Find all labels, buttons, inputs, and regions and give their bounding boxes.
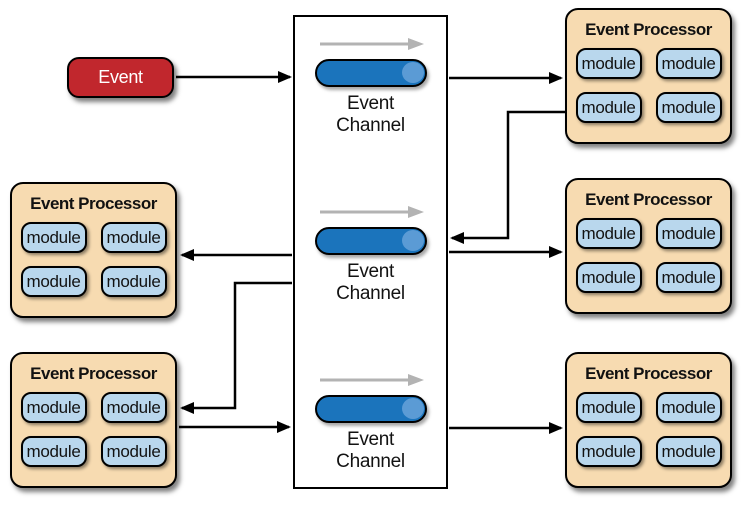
cylinder-end-cap bbox=[401, 62, 424, 83]
arrow-channel2-to-processor-bottom-left bbox=[180, 281, 292, 414]
module-box: module bbox=[20, 436, 87, 467]
module-grid: module module module module bbox=[12, 392, 175, 467]
flow-direction-arrow-icon bbox=[319, 206, 424, 218]
event-processor-bottom-left: Event Processor module module module mod… bbox=[10, 352, 177, 488]
processor-title: Event Processor bbox=[30, 194, 157, 213]
event-source-box: Event bbox=[67, 57, 174, 98]
module-box: module bbox=[100, 436, 167, 467]
module-box: module bbox=[655, 262, 722, 293]
event-channel-2: Event Channel bbox=[295, 205, 446, 305]
processor-title: Event Processor bbox=[585, 364, 712, 383]
module-box: module bbox=[100, 222, 167, 253]
module-box: module bbox=[20, 266, 87, 297]
module-box: module bbox=[655, 436, 722, 467]
module-box: module bbox=[575, 218, 642, 249]
module-box: module bbox=[100, 392, 167, 423]
module-box: module bbox=[655, 92, 722, 123]
module-box: module bbox=[575, 262, 642, 293]
module-box: module bbox=[655, 392, 722, 423]
event-processor-middle-right: Event Processor module module module mod… bbox=[565, 178, 732, 314]
module-box: module bbox=[575, 48, 642, 79]
event-processor-middle-left: Event Processor module module module mod… bbox=[10, 182, 177, 318]
cylinder-end-cap bbox=[401, 398, 424, 419]
channel-label: Event Channel bbox=[336, 429, 405, 472]
channel-cylinder bbox=[314, 227, 427, 255]
module-box: module bbox=[575, 392, 642, 423]
event-channel-bus: Event Channel Event Channel bbox=[293, 15, 448, 489]
arrow-processor-top-right-to-channel2 bbox=[450, 110, 566, 244]
module-box: module bbox=[20, 392, 87, 423]
event-processor-bottom-right: Event Processor module module module mod… bbox=[565, 352, 732, 488]
event-channel-1: Event Channel bbox=[295, 37, 446, 137]
module-box: module bbox=[575, 92, 642, 123]
module-grid: module module module module bbox=[567, 48, 730, 123]
flow-direction-arrow-icon bbox=[319, 374, 424, 386]
channel-label: Event Channel bbox=[336, 93, 405, 136]
module-grid: module module module module bbox=[567, 218, 730, 293]
channel-label: Event Channel bbox=[336, 261, 405, 304]
processor-title: Event Processor bbox=[585, 190, 712, 209]
processor-title: Event Processor bbox=[30, 364, 157, 383]
event-channel-3: Event Channel bbox=[295, 373, 446, 473]
module-grid: module module module module bbox=[12, 222, 175, 297]
module-box: module bbox=[655, 218, 722, 249]
channel-cylinder bbox=[314, 59, 427, 87]
module-box: module bbox=[100, 266, 167, 297]
processor-title: Event Processor bbox=[585, 20, 712, 39]
module-box: module bbox=[575, 436, 642, 467]
flow-direction-arrow-icon bbox=[319, 38, 424, 50]
module-box: module bbox=[655, 48, 722, 79]
cylinder-end-cap bbox=[401, 230, 424, 251]
event-source-label: Event bbox=[98, 67, 143, 87]
event-processor-top-right: Event Processor module module module mod… bbox=[565, 8, 732, 144]
module-box: module bbox=[20, 222, 87, 253]
module-grid: module module module module bbox=[567, 392, 730, 467]
channel-cylinder bbox=[314, 395, 427, 423]
